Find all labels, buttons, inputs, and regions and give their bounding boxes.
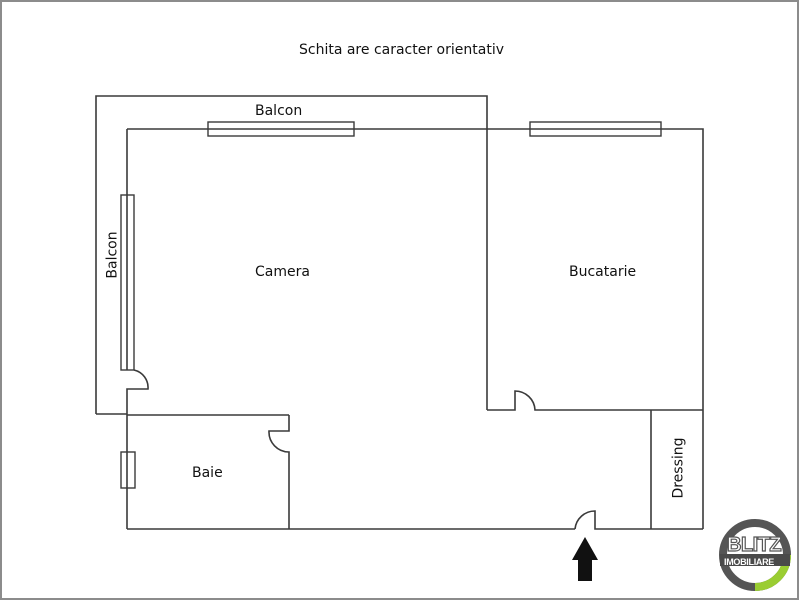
room-label-bucatarie: Bucatarie <box>569 264 637 280</box>
balcony-door-icon <box>126 369 149 529</box>
bathroom-door-icon <box>268 415 290 529</box>
balcony-outline <box>95 95 488 414</box>
room-label-camera: Camera <box>255 264 310 280</box>
logo-subtitle-text: IMOBILIARE <box>724 557 774 567</box>
kitchen-door-icon <box>487 390 703 411</box>
window-bathroom <box>120 451 136 489</box>
room-label-balcon-left: Balcon <box>104 231 121 279</box>
entrance-arrow-icon <box>572 537 598 581</box>
plan-disclaimer-title: Schita are caracter orientativ <box>298 42 504 58</box>
room-label-balcon-top: Balcon <box>255 103 303 119</box>
entrance-door-icon <box>574 510 703 530</box>
room-label-baie: Baie <box>192 465 223 481</box>
logo-brand-text: BLITZ <box>726 533 782 556</box>
blitz-logo-icon <box>719 519 791 591</box>
room-label-dressing: Dressing <box>670 437 687 499</box>
